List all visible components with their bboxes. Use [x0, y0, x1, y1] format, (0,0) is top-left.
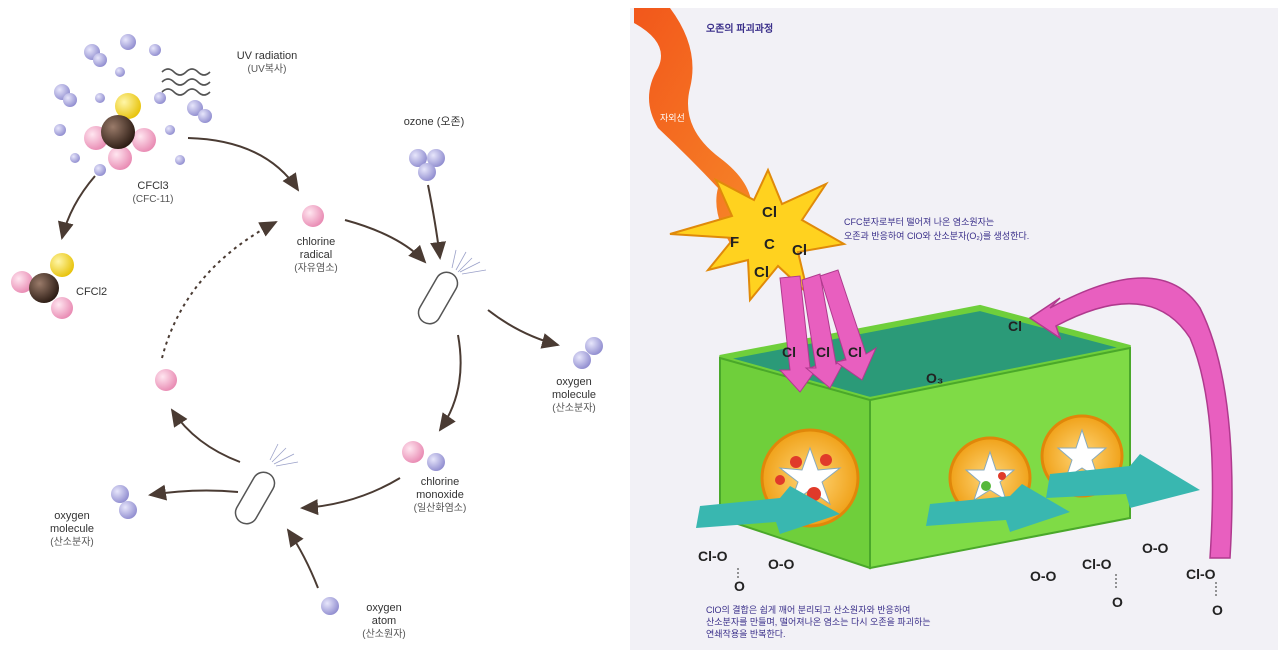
cfcl2-molecule: [11, 253, 74, 319]
uv-radiation-label: UV radiation(UV복사): [212, 50, 322, 76]
note-bottom-line-3: 연쇄작용을 반복한다.: [706, 628, 786, 640]
recycled-cl-label: Cl: [1008, 318, 1022, 334]
ozone-label: ozone (오존): [384, 116, 484, 129]
released-cl-3: Cl: [848, 344, 862, 360]
note-bottom-line-1: ClO의 결합은 쉽게 깨어 분리되고 산소원자와 반응하여: [706, 604, 910, 616]
note-top-line-1: CFC분자로부터 떨어져 나온 염소원자는: [844, 216, 994, 228]
oo-label-2: O-O: [1030, 568, 1056, 584]
cfcl2-label: CFCl2: [76, 286, 126, 299]
cfcl3-molecule: [84, 93, 156, 170]
formula-f: F: [730, 234, 739, 251]
oxygen-molecule-left: [111, 485, 137, 519]
ozone-destruction-illustration: 오존의 파괴과정 자외선 Cl F C Cl Cl CFC분자로부터 떨어져 나…: [630, 8, 1278, 650]
cfcl3-label: CFCl3(CFC-11): [108, 180, 198, 206]
oxygen-molecule-right: [573, 337, 603, 369]
note-bottom-line-2: 산소분자를 만들며, 떨어져나온 염소는 다시 오존을 파괴하는: [706, 616, 931, 628]
formula-right-cl: Cl: [792, 242, 807, 259]
ozone-box-label: O₃: [926, 370, 943, 386]
note-top-line-2: 오존과 반응하여 ClO와 산소분자(O₂)를 생성한다.: [844, 230, 1029, 242]
illustration-title: 오존의 파괴과정: [706, 24, 773, 36]
released-cl-2: Cl: [816, 344, 830, 360]
ozone-molecule: [409, 149, 445, 181]
ozone-cycle-diagram: [0, 0, 630, 653]
o-label-3: O: [1212, 602, 1223, 618]
oxygen-atom: [321, 597, 339, 615]
o-label-1: O: [734, 578, 745, 594]
formula-c: C: [764, 236, 775, 253]
oo-label-3: O-O: [1142, 540, 1168, 556]
reaction-tube-lower: [231, 444, 298, 528]
chlorine-atom: [155, 369, 177, 391]
clo-label-1: Cl-O: [698, 548, 728, 564]
released-cl-1: Cl: [782, 344, 796, 360]
clo-label-2: Cl-O: [1082, 556, 1112, 572]
chlorine-radical-atom: [302, 205, 324, 227]
uv-radiation-waves: [162, 69, 210, 95]
bond-lines: [738, 568, 1216, 598]
formula-bottom-cl: Cl: [754, 264, 769, 281]
o-label-2: O: [1112, 594, 1123, 610]
uv-ribbon-label: 자외선: [660, 112, 685, 124]
chlorine-monoxide-molecule: [402, 441, 445, 471]
clo-label-3: Cl-O: [1186, 566, 1216, 582]
formula-top-cl: Cl: [762, 204, 777, 221]
oo-label-1: O-O: [768, 556, 794, 572]
